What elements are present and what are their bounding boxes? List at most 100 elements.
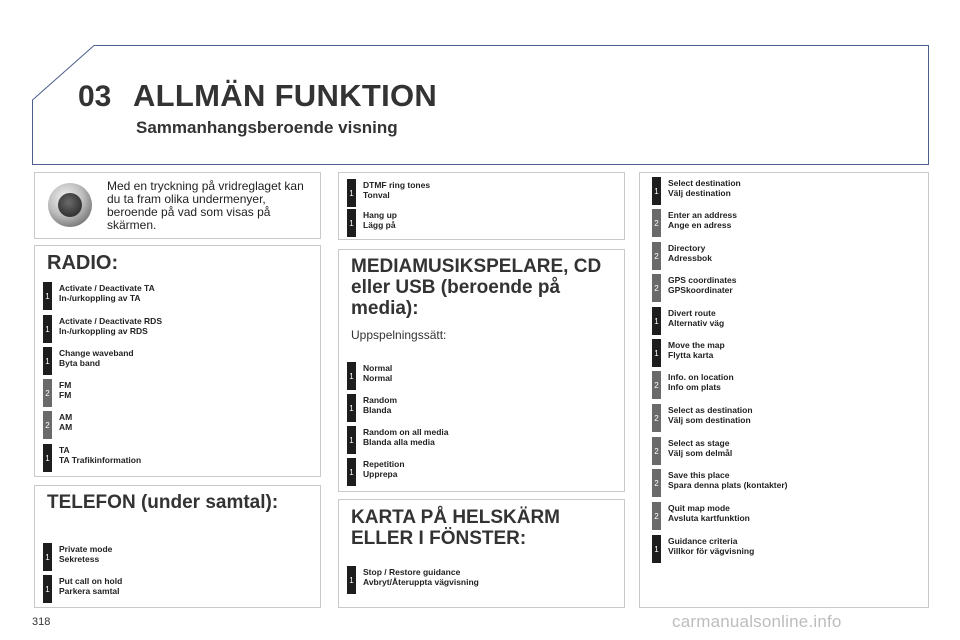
menu-item-label-en: FM bbox=[59, 380, 72, 390]
menu-item-label-en: Info. on location bbox=[668, 372, 734, 382]
menu-item-label-sv: TA Trafikinformation bbox=[59, 455, 142, 465]
menu-item-label-sv: Blanda alla media bbox=[363, 437, 435, 447]
menu-item-label-en: Select as destination bbox=[668, 405, 753, 415]
menu-item-label-en: GPS coordinates bbox=[668, 275, 737, 285]
menu-level-badge: 1 bbox=[347, 426, 356, 454]
menu-level-badge: 2 bbox=[652, 209, 661, 237]
menu-level-badge: 1 bbox=[347, 394, 356, 422]
menu-item-label-sv: In-/urkoppling av RDS bbox=[59, 326, 148, 336]
menu-item-label-sv: Lägg på bbox=[363, 220, 396, 230]
menu-item-label-sv: In-/urkoppling av TA bbox=[59, 293, 141, 303]
chapter-header bbox=[32, 45, 929, 165]
menu-item-label-en: Select destination bbox=[668, 178, 741, 188]
menu-item-label-sv: Adressbok bbox=[668, 253, 712, 263]
chapter-number: 03 bbox=[78, 80, 112, 113]
media-subtitle: Uppspelningssätt: bbox=[351, 328, 447, 342]
menu-item-label-en: Select as stage bbox=[668, 438, 730, 448]
menu-item-label-sv: AM bbox=[59, 422, 73, 432]
menu-item-label-sv: Villkor för vägvisning bbox=[668, 546, 755, 556]
menu-level-badge: 1 bbox=[347, 566, 356, 594]
menu-item-label-sv: Upprepa bbox=[363, 469, 398, 479]
menu-level-badge: 2 bbox=[652, 242, 661, 270]
menu-item-label-en: Activate / Deactivate TA bbox=[59, 283, 155, 293]
menu-item-label-sv: Alternativ väg bbox=[668, 318, 725, 328]
menu-item-label-sv: Ange en adress bbox=[668, 220, 732, 230]
menu-level-badge: 1 bbox=[43, 575, 52, 603]
menu-item-label-sv: Spara denna plats (kontakter) bbox=[668, 480, 788, 490]
page-subtitle: Sammanhangsberoende visning bbox=[136, 118, 398, 137]
menu-level-badge: 1 bbox=[43, 315, 52, 343]
menu-item-label-sv: Avsluta kartfunktion bbox=[668, 513, 750, 523]
menu-item-label-sv: Parkera samtal bbox=[59, 586, 120, 596]
menu-item-label-en: Activate / Deactivate RDS bbox=[59, 316, 162, 326]
menu-level-badge: 1 bbox=[347, 362, 356, 390]
menu-item-label-sv: Avbryt/Återuppta vägvisning bbox=[363, 577, 479, 587]
menu-level-badge: 1 bbox=[652, 177, 661, 205]
media-title: MEDIAMUSIKSPELARE, CD eller USB (beroend… bbox=[351, 256, 602, 319]
menu-level-badge: 1 bbox=[347, 458, 356, 486]
menu-item-label-en: DTMF ring tones bbox=[363, 180, 431, 190]
menu-item-label-en: Put call on hold bbox=[59, 576, 123, 586]
menu-item-label-sv: Välj destination bbox=[668, 188, 731, 198]
menu-item-label-en: Normal bbox=[363, 363, 393, 373]
menu-level-badge: 2 bbox=[652, 371, 661, 399]
knob-panel: Med en tryckning på vridreglaget kan du … bbox=[34, 172, 321, 239]
menu-item-label-en: Save this place bbox=[668, 470, 730, 480]
menu-item-label-sv: Tonval bbox=[363, 190, 390, 200]
menu-item-label-en: Random bbox=[363, 395, 397, 405]
menu-level-badge: 2 bbox=[652, 502, 661, 530]
menu-item-label-en: TA bbox=[59, 445, 70, 455]
menu-level-badge: 1 bbox=[43, 282, 52, 310]
menu-item-label-en: Change waveband bbox=[59, 348, 134, 358]
menu-level-badge: 1 bbox=[347, 179, 356, 207]
menu-level-badge: 1 bbox=[652, 307, 661, 335]
menu-level-badge: 2 bbox=[43, 411, 52, 439]
menu-item-label-en: Divert route bbox=[668, 308, 716, 318]
page-title: ALLMÄN FUNKTION bbox=[133, 78, 438, 113]
menu-level-badge: 1 bbox=[43, 444, 52, 472]
media-panel: MEDIAMUSIKSPELARE, CD eller USB (beroend… bbox=[338, 249, 625, 492]
menu-level-badge: 1 bbox=[347, 209, 356, 237]
menu-item-label-en: Enter an address bbox=[668, 210, 737, 220]
menu-item-label-sv: Normal bbox=[363, 373, 393, 383]
menu-level-badge: 1 bbox=[43, 543, 52, 571]
menu-item-label-en: Private mode bbox=[59, 544, 113, 554]
telefon-title: TELEFON (under samtal): bbox=[47, 492, 279, 513]
page-number: 318 bbox=[32, 616, 51, 628]
watermark: carmanualsonline.info bbox=[672, 612, 842, 631]
menu-level-badge: 2 bbox=[652, 404, 661, 432]
menu-level-badge: 2 bbox=[43, 379, 52, 407]
menu-item-label-sv: Byta band bbox=[59, 358, 101, 368]
karta-title: KARTA PÅ HELSKÄRM ELLER I FÖNSTER: bbox=[351, 507, 560, 549]
menu-item-label-en: Move the map bbox=[668, 340, 725, 350]
menu-item-label-en: Directory bbox=[668, 243, 706, 253]
knob-description: Med en tryckning på vridreglaget kan du … bbox=[107, 179, 304, 232]
menu-item-label-en: Stop / Restore guidance bbox=[363, 567, 461, 577]
menu-item-label-en: AM bbox=[59, 412, 73, 422]
